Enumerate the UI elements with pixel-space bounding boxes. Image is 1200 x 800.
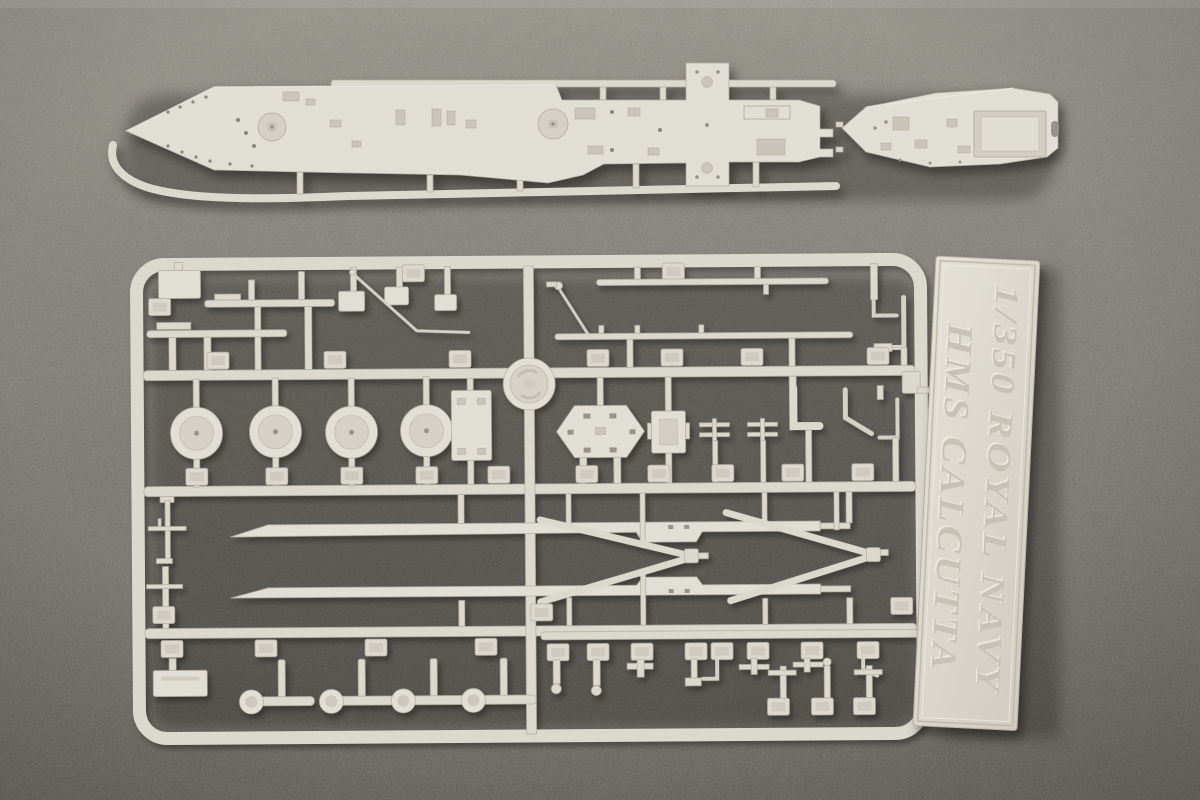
- parts-sprue: [130, 252, 950, 746]
- runner-bottom-rail: [108, 141, 840, 203]
- stern-deck-part: [835, 87, 1059, 168]
- deck-details: [125, 70, 791, 179]
- row2-right-parts: [556, 375, 900, 485]
- nameplate-part: 1/350 ROYAL NAVY 1/350 ROYAL NAVY HMS CA…: [912, 255, 1041, 731]
- runner-gates: [296, 86, 777, 195]
- tripod-leg-part: [536, 492, 709, 627]
- row3-parts: [146, 491, 914, 629]
- stern-deck-details: [865, 87, 1059, 165]
- bottom-tag-parts: [766, 657, 883, 716]
- sprue-frame: [130, 252, 930, 746]
- row2-left-parts: [169, 376, 511, 489]
- row1-right-parts: [546, 262, 908, 368]
- foredeck-runner-part: [108, 62, 840, 203]
- row1-left-parts: [146, 262, 472, 371]
- brand-medallion: [502, 357, 556, 411]
- row4-parts: [152, 637, 883, 716]
- tripod-leg-part: [722, 491, 889, 625]
